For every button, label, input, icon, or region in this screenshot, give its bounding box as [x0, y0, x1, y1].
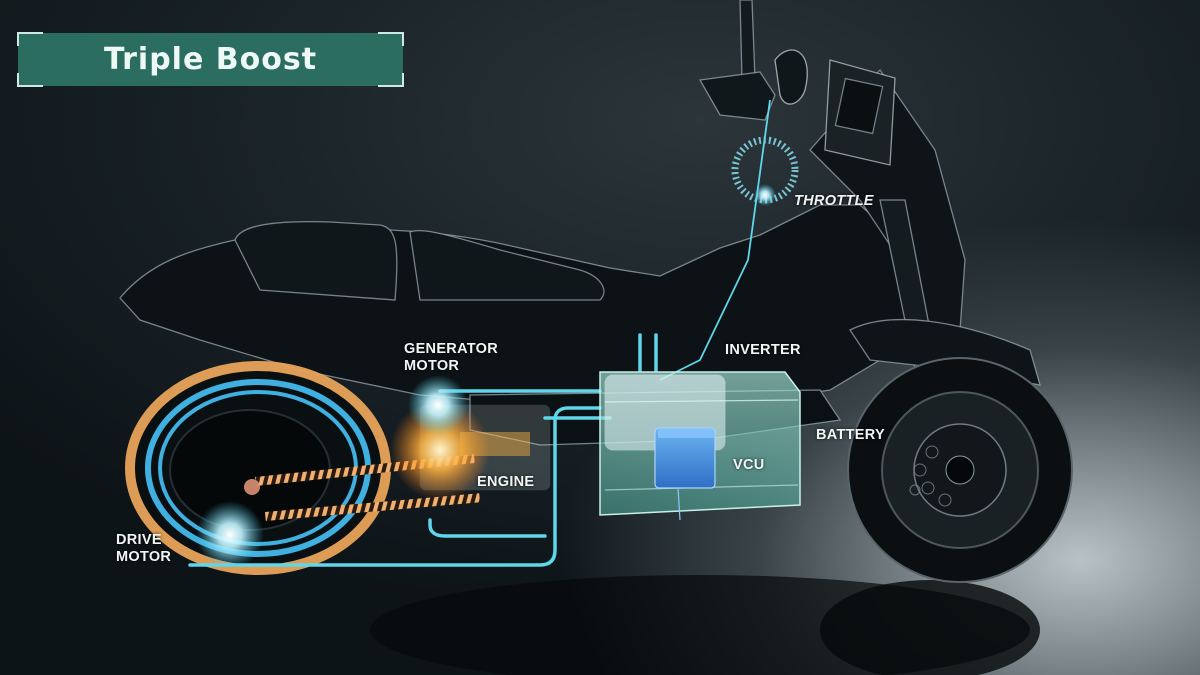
label-vcu: VCU: [733, 457, 765, 473]
throttle-dial: [731, 136, 799, 206]
vcu-module: [654, 427, 716, 521]
generator-glow: [408, 375, 468, 435]
label-drive-motor-line2: MOTOR: [116, 549, 172, 565]
label-generator-motor-line1: GENERATOR: [404, 341, 499, 357]
label-inverter: INVERTER: [725, 342, 801, 358]
label-generator-motor: GENERATOR MOTOR: [404, 341, 498, 375]
engine-glow: [390, 400, 490, 500]
label-engine: ENGINE: [477, 474, 535, 490]
scooter-body: [119, 0, 1041, 466]
label-battery: BATTERY: [816, 427, 885, 443]
page-title: Triple Boost: [103, 42, 318, 77]
label-throttle: THROTTLE: [794, 193, 874, 209]
label-generator-motor-line2: MOTOR: [404, 358, 460, 374]
label-drive-motor: DRIVE MOTOR: [116, 532, 171, 566]
energy-lines: [188, 333, 658, 567]
label-drive-motor-line1: DRIVE: [116, 532, 162, 548]
banner-corner-bl: [17, 73, 43, 87]
banner-corner-br: [378, 73, 404, 87]
front-wheel: [847, 357, 1073, 583]
banner-corner-tr: [378, 32, 404, 46]
banner-corner-tl: [17, 32, 43, 46]
throttle-signal-line: [659, 99, 771, 381]
title-banner: Triple Boost: [17, 32, 404, 87]
drive-motor-glow: [196, 501, 264, 569]
